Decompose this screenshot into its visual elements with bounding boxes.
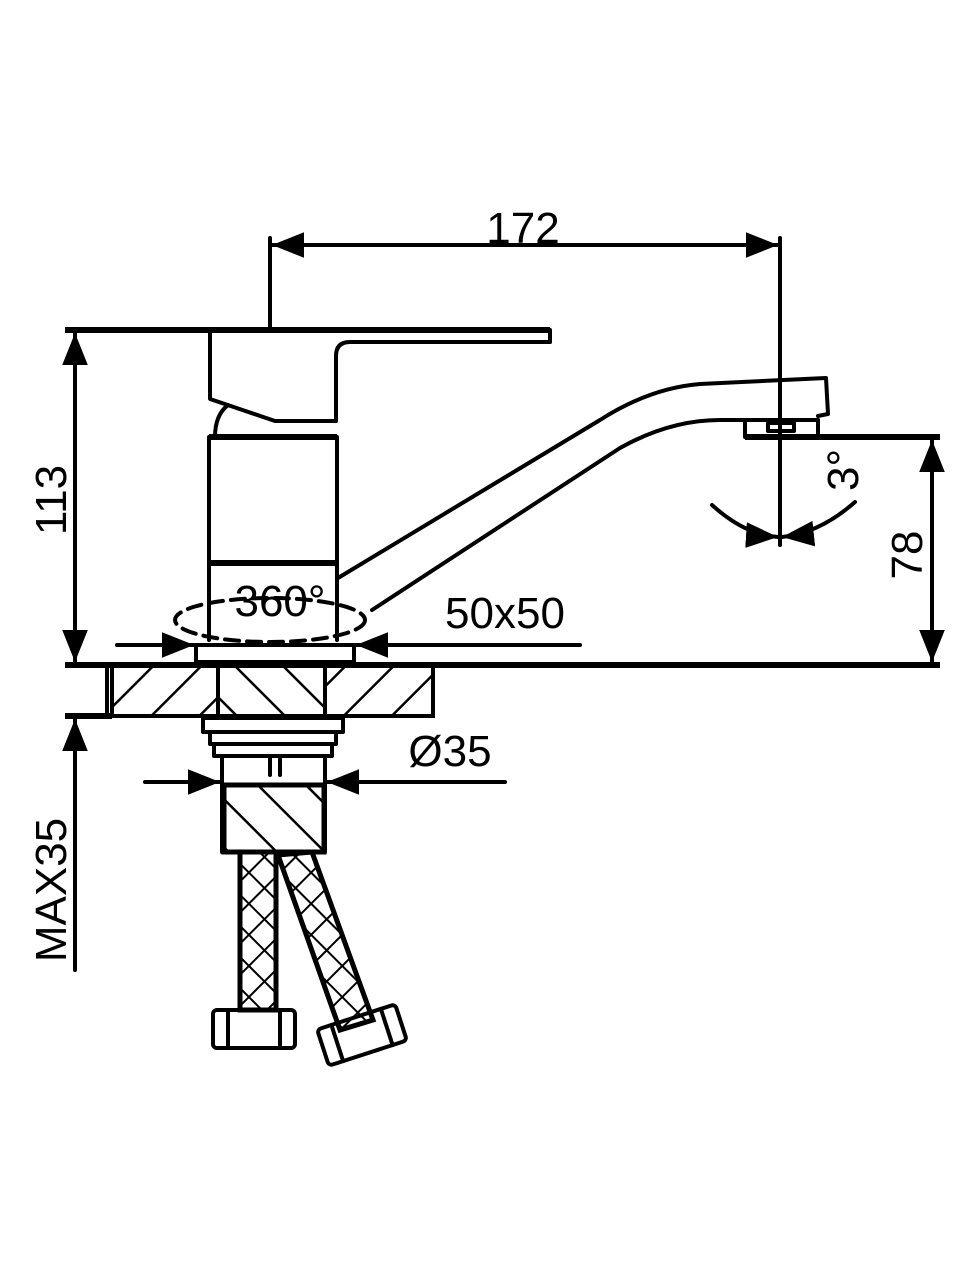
- dimension-shank-diameter: Ø35: [143, 727, 507, 795]
- spout: [336, 376, 830, 612]
- dimension-label-113: 113: [27, 465, 76, 535]
- dimension-max-thickness: MAX35: [27, 717, 88, 972]
- hose-nut-left: [211, 1008, 297, 1050]
- dimension-label-max35: MAX35: [27, 818, 76, 962]
- lever-handle: [65, 327, 552, 439]
- dimension-label-78: 78: [883, 531, 932, 580]
- supply-hoses: [211, 849, 408, 1067]
- dimension-spout-reach: 172: [268, 204, 782, 547]
- swivel-angle-label: 360°: [234, 577, 325, 626]
- dimension-spout-height: 78: [745, 434, 945, 664]
- countertop-section: [65, 662, 940, 719]
- hose-nut-right: [316, 1003, 408, 1067]
- dimension-label-172: 172: [486, 204, 559, 253]
- swivel-indicator: 360°: [173, 577, 367, 644]
- tilt-angle-label: 3°: [819, 449, 868, 491]
- faucet-body: [194, 434, 356, 664]
- dimension-total-height: 113: [27, 331, 88, 664]
- dimension-label-35: Ø35: [408, 727, 491, 776]
- dimension-base-size: 50x50: [115, 589, 582, 658]
- shank-section: [221, 782, 327, 855]
- tilt-angle-indicator: 3°: [710, 449, 868, 548]
- dimension-label-50x50: 50x50: [445, 589, 565, 638]
